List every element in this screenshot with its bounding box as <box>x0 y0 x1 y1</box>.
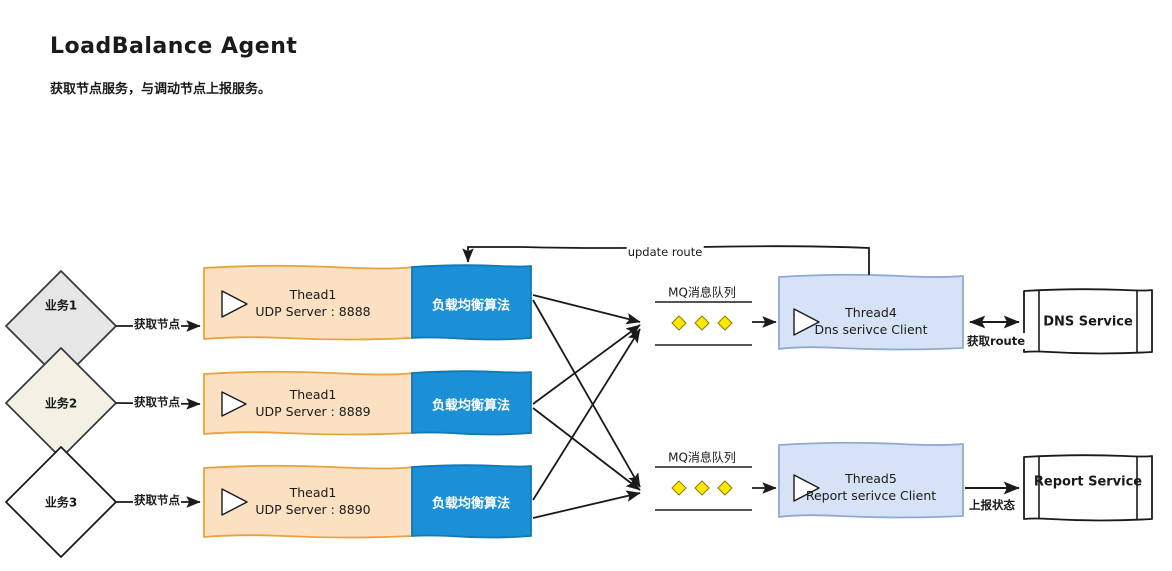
agent-3-text: Thead1 UDP Server : 8890 <box>255 485 370 519</box>
load-balance-label-1: 负载均衡算法 <box>431 298 511 314</box>
edge-lb2-to-mq-report <box>532 407 641 491</box>
agent-3-thread: Thead1 <box>289 485 337 501</box>
edge-label-update-route: update route <box>626 245 704 259</box>
play-icon <box>793 308 820 336</box>
load-balance-box-3 <box>411 464 532 539</box>
edge-lb1-to-mq-report <box>532 299 641 488</box>
agent-2-server: UDP Server : 8889 <box>255 404 371 419</box>
queue-item-icon <box>671 480 687 496</box>
load-balance-label-3: 负载均衡算法 <box>431 496 511 512</box>
thread4-text: Thread4 Dns serivce Client <box>815 305 928 339</box>
queue-item-icon <box>717 480 733 496</box>
thread4-line2: Dns serivce Client <box>814 322 928 337</box>
diamond-business-1-label: 业务1 <box>44 298 78 313</box>
edge-label-get-route: 获取route <box>965 333 1027 349</box>
play-icon <box>221 391 247 417</box>
mq-queue-report <box>655 466 752 511</box>
load-balance-box-2 <box>411 370 532 436</box>
edge-lb3-to-mq-report <box>532 490 641 519</box>
thread4-line1: Thread4 <box>845 305 897 321</box>
agent-1-thread: Thead1 <box>289 287 337 303</box>
thread5-text: Thread5 Report serivce Client <box>806 471 936 505</box>
edge-label-get-node-1: 获取节点 <box>133 316 181 332</box>
agent-1-text: Thead1 UDP Server : 8888 <box>255 287 370 321</box>
mq-queue-dns <box>655 301 752 346</box>
thread5-line1: Thread5 <box>845 471 897 487</box>
agent-2-text: Thead1 UDP Server : 8889 <box>255 387 370 421</box>
thread5-line2: Report serivce Client <box>805 488 937 503</box>
queue-item-icon <box>694 480 710 496</box>
play-icon <box>221 290 248 318</box>
dns-service <box>1023 288 1153 355</box>
diamond-business-3 <box>5 446 117 558</box>
mq-queue-report-label: MQ消息队列 <box>668 450 736 465</box>
edge-lb3-to-mq-dns <box>532 328 641 501</box>
load-balance-label-2: 负载均衡算法 <box>431 398 511 414</box>
edge-lb1-to-mq-dns <box>532 294 641 325</box>
page-title: LoadBalance Agent <box>50 34 298 59</box>
edge-label-get-node-2: 获取节点 <box>133 394 181 410</box>
queue-item-icon <box>694 315 710 331</box>
diamond-business-2-label: 业务2 <box>44 396 78 411</box>
play-icon <box>793 474 820 502</box>
report-service-label: Report Service <box>1033 474 1143 490</box>
agent-2-thread: Thead1 <box>289 387 337 403</box>
dns-service-label: DNS Service <box>1043 314 1133 330</box>
edge-label-get-node-3: 获取节点 <box>133 492 181 508</box>
load-balance-box-1 <box>411 264 532 341</box>
queue-item-icon <box>717 315 733 331</box>
thread5-report-client <box>778 441 964 519</box>
edge-label-report-status: 上报状态 <box>968 497 1016 513</box>
edge-lb2-to-mq-dns <box>532 324 641 405</box>
diamond-business-3-label: 业务3 <box>44 495 78 510</box>
mq-queue-dns-label: MQ消息队列 <box>668 285 736 300</box>
thread4-dns-client <box>778 273 964 351</box>
page-subtitle: 获取节点服务，与调动节点上报服务。 <box>50 82 272 97</box>
agent-3-server: UDP Server : 8890 <box>255 502 371 517</box>
report-service <box>1023 454 1153 522</box>
agent-1-server: UDP Server : 8888 <box>255 304 371 319</box>
queue-item-icon <box>671 315 687 331</box>
play-icon <box>221 488 248 516</box>
